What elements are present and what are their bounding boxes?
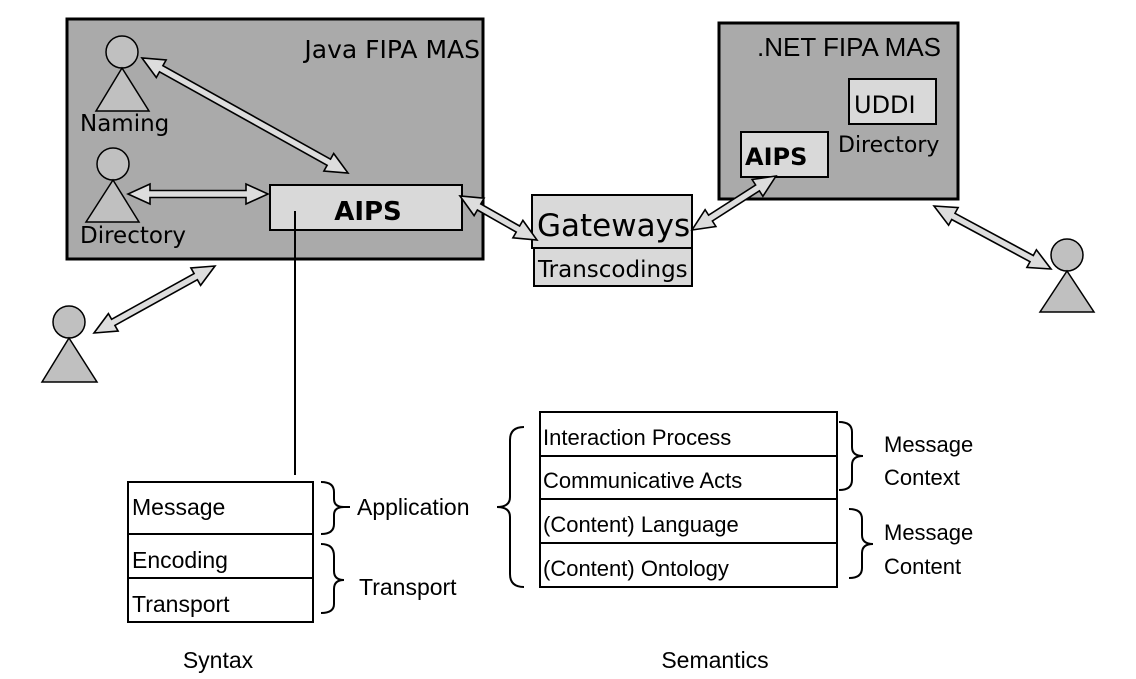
syntax-caption: Syntax	[183, 647, 254, 673]
net-aips-box[interactable]	[740, 131, 829, 178]
syntax-layer-transport	[127, 577, 314, 623]
syntax-layer-encoding	[127, 533, 314, 579]
transcodings-label: Transcodings	[537, 257, 688, 283]
java-mas-container: Java FIPA MAS Naming Directory AIPS	[65, 17, 485, 261]
syntax-layer-label: Encoding	[132, 547, 228, 573]
java-mas-title: Java FIPA MAS	[302, 35, 480, 64]
syntax-layer-label: Transport	[132, 591, 230, 617]
message-content-line2: Content	[884, 554, 961, 579]
syntax-layer-label: Message	[132, 494, 225, 520]
aips-gateway-arrow-icon	[458, 195, 539, 241]
arrows-layer	[92, 57, 1053, 334]
semantics-stack: Interaction Process Communicative Acts (…	[539, 411, 973, 673]
transcodings-box[interactable]	[533, 247, 693, 287]
naming-agent-label: Naming	[80, 111, 169, 137]
transport-group-label: Transport	[359, 574, 457, 600]
uddi-box[interactable]	[848, 78, 937, 125]
gateway-group: Gateways Transcodings	[531, 194, 693, 287]
semantics-layer-label: (Content) Language	[543, 512, 739, 537]
message-context-line2: Context	[884, 465, 960, 490]
agent-head-icon	[1050, 238, 1084, 272]
semantics-caption: Semantics	[661, 647, 768, 673]
right-remote-agent	[1038, 238, 1096, 313]
agent-body-icon	[40, 336, 99, 383]
right-agent-arrow-icon	[932, 205, 1053, 270]
left-agent-arrow-icon	[92, 265, 217, 334]
java-aips-label: AIPS	[334, 197, 402, 227]
agent-body-icon	[94, 66, 151, 112]
gateways-label: Gateways	[537, 208, 690, 244]
syntax-stack: Message Encoding Transport Application T…	[127, 481, 470, 673]
left-remote-agent	[40, 305, 99, 383]
message-content-brace	[848, 508, 874, 579]
agent-body-icon	[1038, 269, 1096, 313]
message-context-line1: Message	[884, 432, 973, 457]
semantics-layer-language	[539, 498, 838, 544]
semantics-layer-acts	[539, 455, 838, 500]
naming-aips-arrow-icon	[140, 57, 350, 174]
net-directory-label: Directory	[838, 133, 939, 158]
directory-agent-label: Directory	[80, 223, 186, 249]
net-mas-title: .NET FIPA MAS	[757, 32, 941, 62]
agent-head-icon	[105, 35, 139, 69]
agent-head-icon	[52, 305, 86, 339]
gateways-box[interactable]	[531, 194, 693, 249]
application-group-label: Application	[357, 494, 470, 520]
application-brace	[320, 481, 345, 535]
message-content-line1: Message	[884, 520, 973, 545]
semantics-layer-label: (Content) Ontology	[543, 556, 729, 581]
gateway-netaips-arrow-icon	[690, 174, 778, 232]
semantics-layer-label: Communicative Acts	[543, 468, 742, 493]
agent-head-icon	[96, 147, 130, 181]
directory-aips-arrow-icon	[126, 182, 270, 206]
naming-agent: Naming	[80, 35, 169, 137]
java-aips-box[interactable]	[269, 184, 463, 231]
semantics-brace	[496, 426, 525, 588]
syntax-layer-message	[127, 481, 314, 535]
semantics-layer-ontology	[539, 542, 838, 588]
agent-body-icon	[84, 178, 141, 223]
message-context-brace	[838, 421, 864, 491]
semantics-layer-label: Interaction Process	[543, 425, 731, 450]
uddi-label: UDDI	[854, 91, 916, 119]
directory-agent: Directory	[80, 147, 186, 249]
net-mas-container: .NET FIPA MAS UDDI Directory AIPS	[717, 21, 960, 201]
net-aips-label: AIPS	[745, 143, 807, 171]
transport-brace	[320, 543, 345, 614]
